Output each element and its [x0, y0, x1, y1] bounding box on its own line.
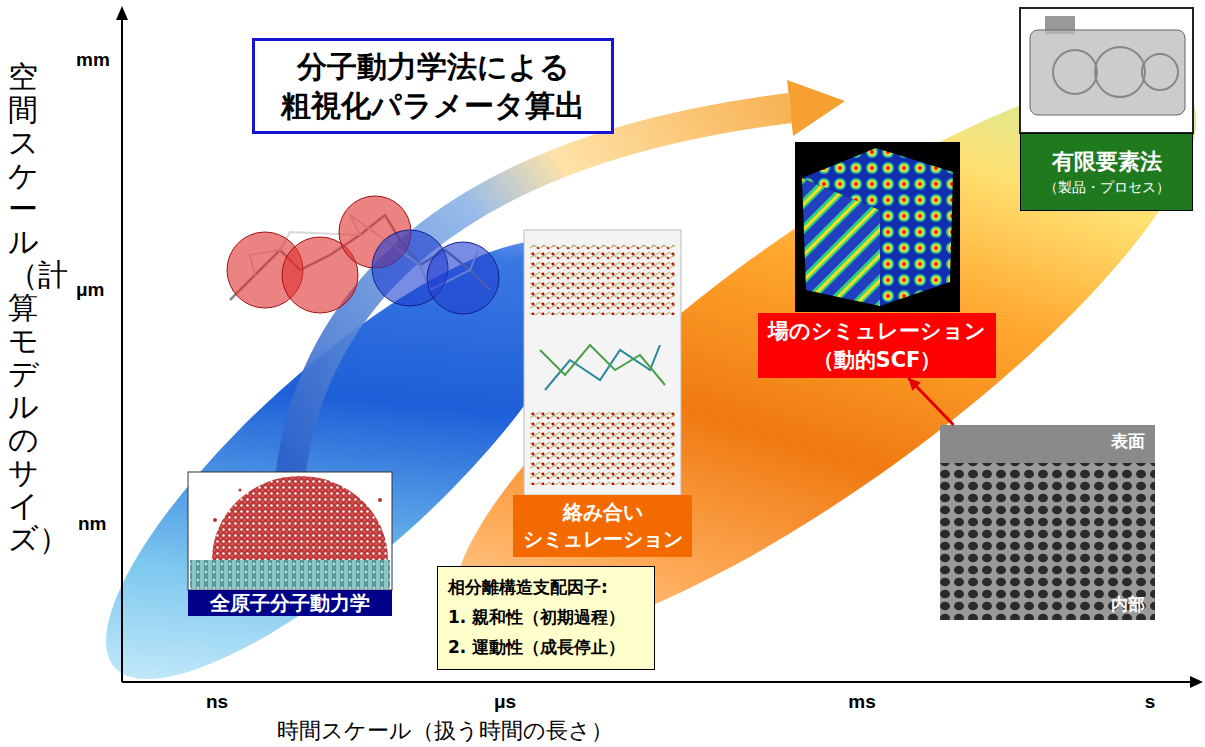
tick-label: s [1145, 692, 1156, 713]
axis-arrowhead [116, 6, 128, 20]
factor-box: 相分離構造支配因子:1. 親和性（初期過程）2. 運動性（成長停止） [437, 566, 655, 670]
time-axis [122, 681, 1190, 683]
red-bead [227, 232, 303, 308]
vapor-molecule [378, 498, 382, 502]
molecule-bonds [230, 215, 490, 300]
substrate [190, 560, 390, 589]
cube-face [880, 172, 953, 306]
axis-title: 時間スケール（扱う時間の長さ） [277, 719, 613, 743]
axis-arrowhead [1190, 676, 1203, 688]
all-atom-frame [188, 472, 392, 590]
cube-face [802, 178, 880, 306]
sem-image [940, 425, 1155, 620]
device-part [1142, 54, 1178, 90]
node-text: 1. 親和性（初期過程） [448, 603, 625, 633]
device-housing [1030, 30, 1185, 115]
device-part [1053, 50, 1097, 94]
tick-label: ms [848, 692, 875, 713]
sem-box: 表面内部 [940, 425, 1155, 620]
sem-skin [940, 425, 1155, 463]
red-bead [282, 237, 358, 313]
blue-bead [372, 230, 448, 306]
md-scale-band [51, 182, 639, 738]
vapor-molecule [213, 518, 217, 522]
tick-label: ns [206, 692, 228, 713]
node-text: 全原子分子動力学 [210, 592, 370, 615]
node-text: 内部 [1111, 594, 1145, 614]
node-text: 場のシミュレーション （動的SCF） [766, 317, 988, 374]
entanglement-frame [524, 230, 681, 495]
device-part [1095, 47, 1145, 97]
sem-pores [940, 460, 1155, 620]
tick-label: mm [76, 50, 110, 71]
tick-label: μm [76, 280, 105, 301]
node-text: 有限要素法 [1052, 147, 1162, 178]
polymer-layer [530, 245, 675, 315]
entanglement-box: 絡み合い シミュレーション [513, 495, 692, 557]
all-atom-box: 全原子分子動力学 [188, 590, 392, 616]
polymer-layer [530, 410, 675, 485]
coarse-grain-arrow [290, 108, 790, 480]
node-text: 絡み合い シミュレーション [519, 499, 686, 553]
node-text: 2. 運動性（成長停止） [448, 633, 625, 663]
method-box: 分子動力学法による 粗視化パラメータ算出 [252, 38, 614, 134]
cube-face [802, 148, 953, 210]
scf-frame [795, 142, 960, 312]
molecule-bonds [250, 215, 478, 290]
node-text: 表面 [1111, 431, 1145, 451]
fem-box: 有限要素法（製品・プロセス） [1020, 133, 1193, 211]
device-part [1045, 16, 1075, 34]
vapor-molecule [239, 489, 242, 492]
space-axis [121, 20, 123, 682]
tick-label: μs [494, 692, 516, 713]
red-bead [339, 196, 411, 268]
fem-frame [1020, 8, 1193, 133]
node-text: （製品・プロセス） [1044, 178, 1170, 198]
polymer-chain [540, 345, 665, 385]
blue-bead [427, 242, 499, 314]
node-text: 相分離構造支配因子: [448, 573, 608, 603]
water-droplet [212, 476, 388, 560]
polymer-chain [545, 345, 660, 390]
tick-label: nm [78, 514, 107, 535]
axis-title: 空間スケール（計算モデルのサイズ） [8, 60, 38, 555]
coarse-grain-arrowhead [787, 80, 845, 136]
node-text: 分子動力学法による 粗視化パラメータ算出 [265, 47, 601, 125]
link-arrow [908, 378, 953, 425]
scf-box: 場のシミュレーション （動的SCF） [758, 313, 996, 378]
